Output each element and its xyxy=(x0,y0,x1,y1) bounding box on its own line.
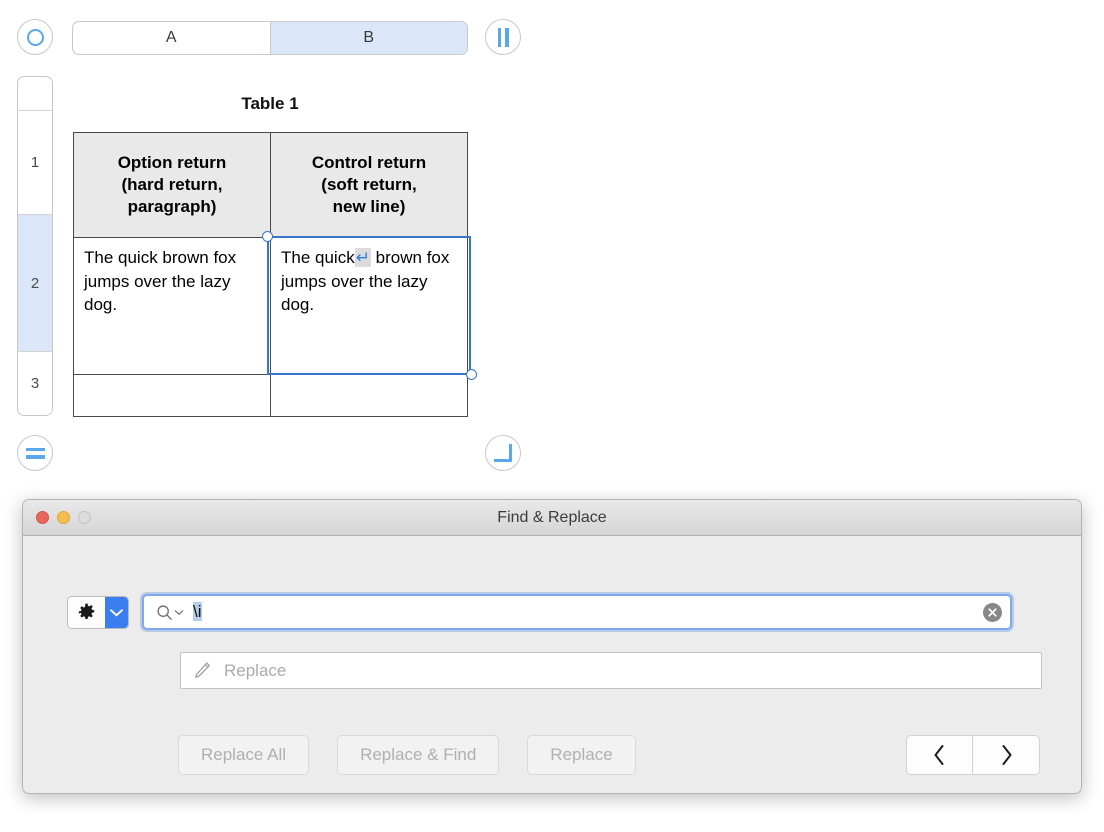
column-header-b[interactable]: B xyxy=(270,22,467,54)
search-value: \i xyxy=(193,602,983,622)
select-all-button[interactable] xyxy=(17,19,53,55)
action-button-row: Replace All Replace & Find Replace xyxy=(178,735,636,775)
row-header-spacer xyxy=(18,77,52,111)
header-line: paragraph) xyxy=(127,196,217,216)
replace-input[interactable]: Replace xyxy=(180,652,1042,689)
table-cell-a2[interactable]: The quick brown fox jumps over the lazy … xyxy=(73,237,271,375)
find-previous-button[interactable] xyxy=(907,736,973,774)
close-x-icon xyxy=(988,607,997,617)
table-header-row: Option return (hard return, paragraph) C… xyxy=(73,132,468,238)
selection-handle-top-left[interactable] xyxy=(262,231,273,242)
search-options-dropdown[interactable] xyxy=(105,596,128,628)
table-row xyxy=(73,374,468,417)
row-handle-button[interactable] xyxy=(17,435,53,471)
search-options-group[interactable] xyxy=(67,595,129,629)
chevron-down-icon xyxy=(110,608,123,617)
replace-and-find-button[interactable]: Replace & Find xyxy=(337,735,500,775)
data-table: Option return (hard return, paragraph) C… xyxy=(73,132,468,417)
header-line: (hard return, xyxy=(121,175,223,195)
clear-search-icon[interactable] xyxy=(983,602,1002,622)
row-bars-icon xyxy=(25,447,45,459)
table-cell-b3[interactable] xyxy=(270,374,468,417)
column-header-a[interactable]: A xyxy=(73,22,271,54)
row-header-1[interactable]: 1 xyxy=(18,111,52,215)
column-header-bar: A B xyxy=(72,21,468,55)
table-title: Table 1 xyxy=(241,94,299,113)
table-cell-b2[interactable]: The quick↵ brown fox jumps over the lazy… xyxy=(270,237,468,375)
cell-text: The quick brown fox jumps over the lazy … xyxy=(84,248,237,315)
window-title: Find & Replace xyxy=(497,508,607,526)
resize-corner-button[interactable] xyxy=(485,435,521,471)
soft-return-icon: ↵ xyxy=(354,248,371,267)
navigation-group xyxy=(906,735,1040,775)
replace-all-button[interactable]: Replace All xyxy=(178,735,310,775)
cell-text-rest: brown fox jumps over the lazy dog. xyxy=(281,248,450,315)
chevron-right-icon xyxy=(1002,745,1011,765)
find-replace-body: \i Replace Replace All Replace & F xyxy=(23,536,1081,793)
header-line: new line) xyxy=(332,196,406,216)
table-header-cell-a[interactable]: Option return (hard return, paragraph) xyxy=(73,132,271,238)
row-header-3[interactable]: 3 xyxy=(30,375,40,392)
chevron-left-icon xyxy=(934,745,944,765)
search-options-button[interactable] xyxy=(68,596,105,628)
magnifier-icon xyxy=(157,604,172,620)
chevron-down-icon xyxy=(174,609,184,615)
table-header-cell-b[interactable]: Control return (soft return, new line) xyxy=(270,132,468,238)
circle-ring-icon xyxy=(26,28,44,46)
resize-corner-icon xyxy=(494,444,512,462)
row-header-2[interactable]: 2 xyxy=(18,215,52,352)
selection-handle-bottom-right[interactable] xyxy=(466,369,477,380)
minimize-button[interactable] xyxy=(57,511,70,524)
replace-placeholder: Replace xyxy=(224,660,287,680)
header-line: (soft return, xyxy=(321,175,417,195)
header-line: Option return xyxy=(117,153,227,173)
row-header-bar: 1 2 3 xyxy=(17,76,53,416)
find-replace-window: Find & Replace xyxy=(22,499,1082,794)
search-input[interactable]: \i xyxy=(142,594,1012,630)
close-button[interactable] xyxy=(36,511,49,524)
search-row: \i xyxy=(67,594,1012,630)
window-controls xyxy=(36,511,91,524)
column-bars-icon xyxy=(497,27,509,47)
zoom-button xyxy=(78,511,91,524)
gear-icon xyxy=(78,603,95,619)
cell-text-first-word: The quick xyxy=(281,248,355,267)
pencil-icon xyxy=(194,662,211,679)
table-cell-a3[interactable] xyxy=(73,374,271,417)
window-titlebar[interactable]: Find & Replace xyxy=(23,500,1081,536)
table-row: The quick brown fox jumps over the lazy … xyxy=(73,237,468,375)
search-selected-text: \i xyxy=(193,602,202,621)
magnifier-group[interactable] xyxy=(156,604,184,621)
find-next-button[interactable] xyxy=(973,736,1039,774)
column-handle-button[interactable] xyxy=(485,19,521,55)
replace-button[interactable]: Replace xyxy=(527,735,636,775)
header-line: Control return xyxy=(311,153,427,173)
